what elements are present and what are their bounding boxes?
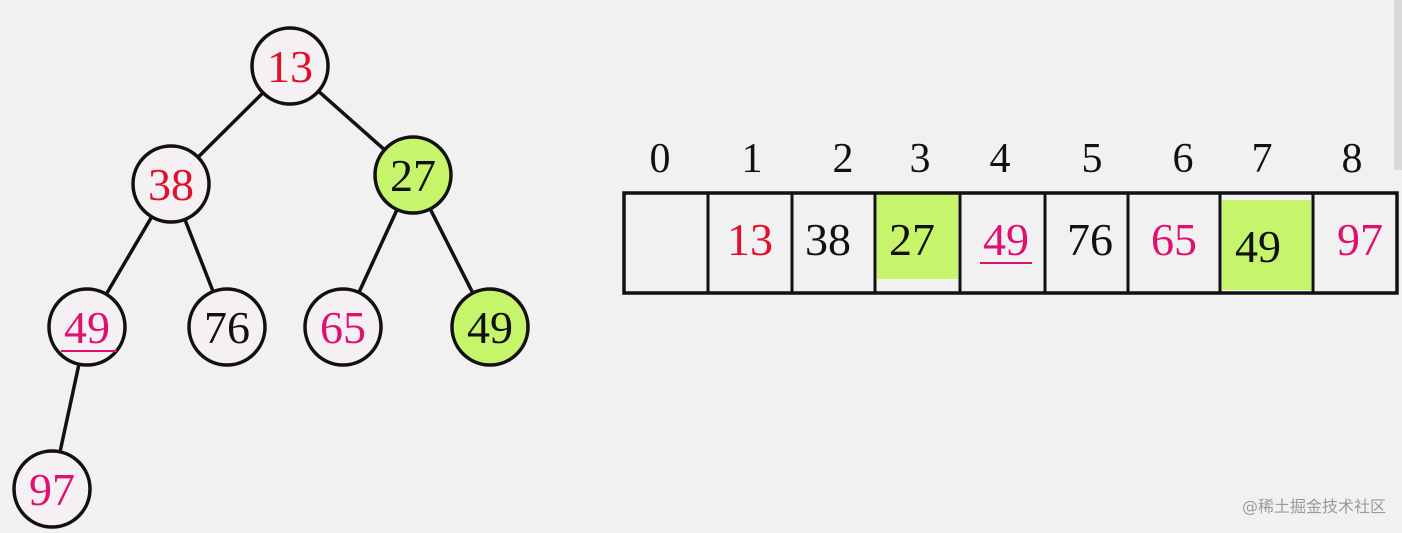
tree-edge	[317, 89, 386, 152]
tree-edges	[58, 89, 475, 453]
tree-node-label: 27	[390, 150, 436, 201]
tree-node-label: 97	[29, 464, 75, 515]
tree-node-circle	[373, 135, 453, 215]
array-cell: 27	[877, 193, 958, 279]
array-cell-value: 65	[1151, 214, 1197, 265]
tree-edge	[357, 208, 399, 294]
tree-node-circle	[131, 144, 211, 224]
array-cell: 38	[805, 214, 851, 265]
array-cell-value: 27	[889, 214, 935, 265]
tree-node-circle	[47, 287, 127, 367]
tree-edge	[196, 91, 265, 159]
array-cells: 13 38 27 49 76 65 49 97	[622, 191, 1399, 295]
tree-node: 97	[12, 449, 92, 529]
tree-node-label: 38	[148, 159, 194, 210]
array-cell-value: 38	[805, 214, 851, 265]
array-cell: 65	[1151, 214, 1197, 265]
array-index-label: 1	[742, 136, 763, 182]
tree-node: 27	[373, 135, 453, 215]
array-index-label: 2	[833, 136, 854, 182]
array-index-label: 6	[1173, 136, 1194, 182]
tree-node: 49	[47, 287, 127, 367]
tree-node-circle	[450, 287, 530, 367]
array-cell: 13	[727, 214, 773, 265]
array-cell-highlight	[877, 193, 958, 279]
tree-node-label: 76	[204, 302, 250, 353]
array-cell-value: 97	[1337, 214, 1383, 265]
tree-edge	[428, 208, 475, 294]
array-frame	[622, 191, 1399, 295]
tree-node-circle	[303, 287, 383, 367]
array-cell: 76	[1067, 214, 1113, 265]
array-cell: 49	[980, 214, 1032, 265]
array-index-label: 7	[1252, 136, 1273, 182]
array-cell-value: 49	[1235, 221, 1281, 272]
array-cell-value: 13	[727, 214, 773, 265]
tree-node-circle	[250, 26, 330, 106]
scrollbar-edge	[1394, 0, 1402, 170]
watermark: @稀土掘金技术社区	[1241, 497, 1386, 516]
tree-nodes: 13 38 27 49 76 65 49 97	[12, 26, 530, 529]
tree-node: 65	[303, 287, 383, 367]
tree-node: 49	[450, 287, 530, 367]
array-index-label: 3	[910, 136, 931, 182]
array-index-label: 0	[650, 136, 671, 182]
tree-node-label: 49	[64, 302, 110, 353]
tree-node: 38	[131, 144, 211, 224]
array-index-label: 4	[990, 136, 1011, 182]
array-cell: 97	[1337, 214, 1383, 265]
tree-edge	[183, 218, 215, 293]
array-index-label: 8	[1342, 136, 1363, 182]
tree-node: 13	[250, 26, 330, 106]
tree-node-circle	[12, 449, 92, 529]
array-cell: 49	[1222, 200, 1311, 290]
array-index-labels: 0 1 2 3 4 5 6 7 8	[650, 136, 1363, 182]
array-cell-value: 76	[1067, 214, 1113, 265]
tree-node-label: 13	[267, 41, 313, 92]
array-index-label: 5	[1082, 136, 1103, 182]
array-cell-highlight	[1222, 200, 1311, 290]
tree-node-circle	[187, 287, 267, 367]
tree-edge	[58, 363, 81, 453]
tree-node: 76	[187, 287, 267, 367]
tree-node-label: 49	[467, 302, 513, 353]
tree-node-label: 65	[320, 302, 366, 353]
array-cell-value: 49	[983, 214, 1029, 265]
tree-edge	[104, 215, 154, 296]
